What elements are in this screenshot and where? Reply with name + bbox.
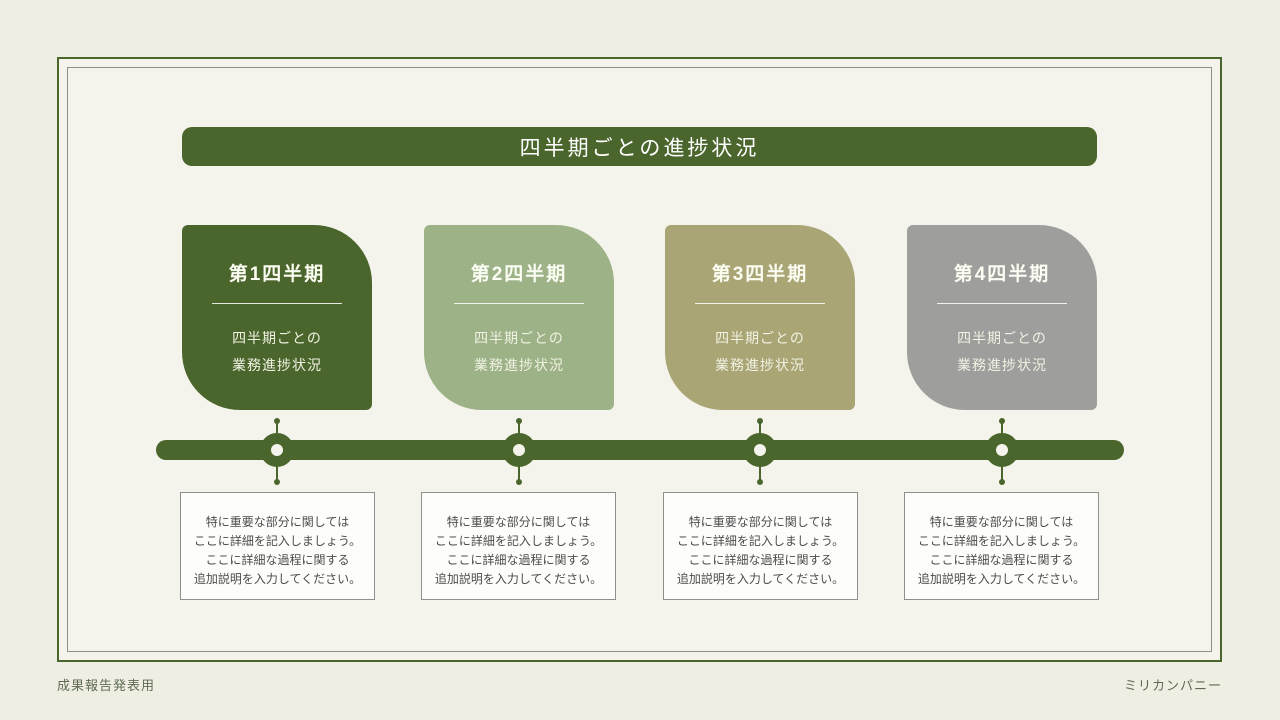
quarter-card-3-title: 第3四半期 (711, 264, 809, 285)
note-line: 追加説明を入力してください。 (434, 572, 603, 586)
desc-line: 四半期ごとの (957, 330, 1047, 346)
node-top-dot-icon (516, 418, 522, 424)
desc-line: 四半期ごとの (715, 330, 805, 346)
quarter-card-2-title: 第2四半期 (470, 264, 568, 285)
quarter-card-1-title: 第1四半期 (228, 264, 326, 285)
node-top-dot-icon (999, 418, 1005, 424)
note-line: 追加説明を入力してください。 (676, 572, 845, 586)
title-banner: 四半期ごとの進捗状況 (182, 127, 1097, 166)
quarter-card-2-desc: 四半期ごとの 業務進捗状況 (424, 325, 614, 379)
node-top-dot-icon (274, 418, 280, 424)
note-line: 追加説明を入力してください。 (193, 572, 362, 586)
note-line: ここに詳細を記入しましょう。 (434, 534, 603, 548)
slide-inner-border (67, 67, 1212, 652)
note-box-3: 特に重要な部分に関しては ここに詳細を記入しましょう。 ここに詳細な過程に関する… (663, 492, 858, 600)
footer-company-name: ミリカンパニー (1123, 678, 1222, 693)
quarter-card-1: 第1四半期 四半期ごとの 業務進捗状況 (182, 225, 372, 410)
note-line: 特に重要な部分に関しては (688, 515, 833, 529)
timeline-marker-icon (502, 433, 536, 467)
note-line: 特に重要な部分に関しては (205, 515, 350, 529)
desc-line: 四半期ごとの (232, 330, 322, 346)
node-bottom-dot-icon (274, 479, 280, 485)
note-box-2: 特に重要な部分に関しては ここに詳細を記入しましょう。 ここに詳細な過程に関する… (421, 492, 616, 600)
note-line: ここに詳細を記入しましょう。 (193, 534, 362, 548)
footer-purpose-label: 成果報告発表用 (57, 678, 156, 693)
quarter-card-3: 第3四半期 四半期ごとの 業務進捗状況 (665, 225, 855, 410)
desc-line: 四半期ごとの (474, 330, 564, 346)
timeline-marker-icon (260, 433, 294, 467)
note-line: ここに詳細を記入しましょう。 (917, 534, 1086, 548)
quarter-card-3-desc: 四半期ごとの 業務進捗状況 (665, 325, 855, 379)
quarter-card-4: 第4四半期 四半期ごとの 業務進捗状況 (907, 225, 1097, 410)
quarter-card-4-title: 第4四半期 (953, 264, 1051, 285)
note-line: 特に重要な部分に関しては (446, 515, 591, 529)
desc-line: 業務進捗状況 (715, 357, 805, 373)
note-line: 追加説明を入力してください。 (917, 572, 1086, 586)
node-bottom-dot-icon (757, 479, 763, 485)
card-divider (212, 303, 342, 304)
desc-line: 業務進捗状況 (232, 357, 322, 373)
node-top-dot-icon (757, 418, 763, 424)
card-divider (937, 303, 1067, 304)
desc-line: 業務進捗状況 (957, 357, 1047, 373)
node-bottom-dot-icon (516, 479, 522, 485)
slide-title: 四半期ごとの進捗状況 (519, 136, 760, 160)
quarter-card-4-desc: 四半期ごとの 業務進捗状況 (907, 325, 1097, 379)
timeline-bar (156, 440, 1124, 460)
quarter-card-1-desc: 四半期ごとの 業務進捗状況 (182, 325, 372, 379)
node-bottom-dot-icon (999, 479, 1005, 485)
quarter-card-2: 第2四半期 四半期ごとの 業務進捗状況 (424, 225, 614, 410)
note-line: ここに詳細な過程に関する (205, 553, 350, 567)
note-line: ここに詳細な過程に関する (929, 553, 1074, 567)
note-box-1: 特に重要な部分に関しては ここに詳細を記入しましょう。 ここに詳細な過程に関する… (180, 492, 375, 600)
note-line: 特に重要な部分に関しては (929, 515, 1074, 529)
timeline-marker-icon (743, 433, 777, 467)
note-box-4: 特に重要な部分に関しては ここに詳細を記入しましょう。 ここに詳細な過程に関する… (904, 492, 1099, 600)
note-line: ここに詳細な過程に関する (446, 553, 591, 567)
note-line: ここに詳細を記入しましょう。 (676, 534, 845, 548)
timeline-marker-icon (985, 433, 1019, 467)
card-divider (695, 303, 825, 304)
note-line: ここに詳細な過程に関する (688, 553, 833, 567)
desc-line: 業務進捗状況 (474, 357, 564, 373)
card-divider (454, 303, 584, 304)
